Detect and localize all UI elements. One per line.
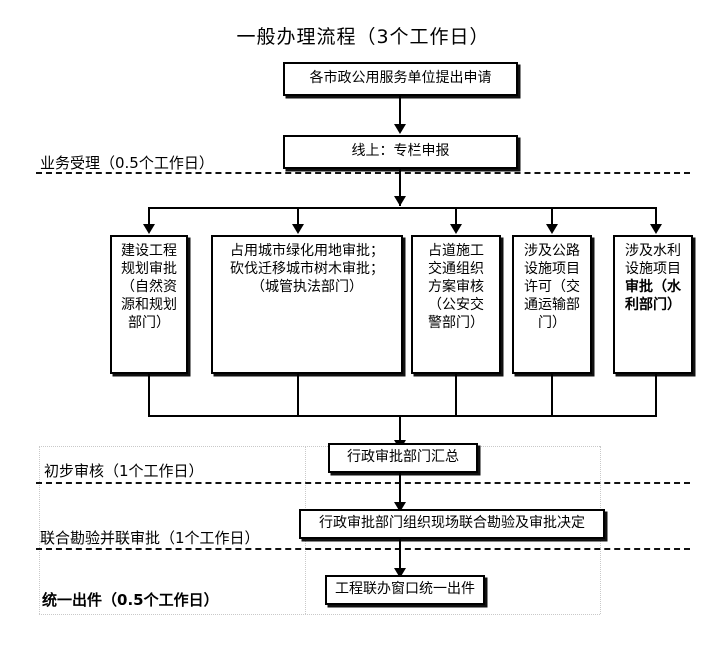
node-summary-label: 行政审批部门汇总 <box>347 449 459 466</box>
split-drop-2 <box>297 207 299 229</box>
node-highway[interactable]: 涉及公路 设施项目 许可（交 通运输部 门） <box>512 235 592 374</box>
node-apply[interactable]: 各市政公用服务单位提出申请 <box>283 62 518 96</box>
node-joint-label: 行政审批部门组织现场联合勘验及审批决定 <box>319 515 585 532</box>
split-arrow-3 <box>450 224 462 234</box>
node-planning[interactable]: 建设工程 规划审批 （自然资 源和规划 部门） <box>110 235 188 374</box>
merge-riser-5 <box>655 374 657 416</box>
node-planning-label: 建设工程 规划审批 （自然资 源和规划 部门） <box>121 243 177 331</box>
split-drop-1 <box>148 207 150 229</box>
lane-label-issue: 统一出件（0.5个工作日） <box>42 591 219 609</box>
connector-online-split <box>399 169 401 206</box>
split-arrow-1 <box>143 224 155 234</box>
arrow-online-split <box>394 196 406 206</box>
node-online-label: 线上：专栏申报 <box>351 143 450 160</box>
lane-separator-accept <box>36 172 690 174</box>
connector-summary-joint <box>399 473 401 507</box>
guide-line-left <box>39 446 40 614</box>
lane-separator-joint <box>36 548 690 550</box>
lane-label-accept: 业务受理（0.5个工作日） <box>40 154 214 172</box>
node-highway-label: 涉及公路 设施项目 许可（交 通运输部 门） <box>524 243 580 331</box>
split-drop-4 <box>551 207 553 229</box>
lane-label-joint: 联合勘验并联审批（1个工作日） <box>40 529 260 547</box>
connector-apply-online <box>399 96 401 128</box>
lane-label-review: 初步审核（1个工作日） <box>44 462 204 480</box>
guide-line-bottom <box>39 614 600 615</box>
split-arrow-5 <box>650 224 662 234</box>
lane-separator-review <box>36 482 690 484</box>
page-title: 一般办理流程（3个工作日） <box>236 26 490 48</box>
node-greenland[interactable]: 占用城市绿化用地审批； 砍伐迁移城市树木审批； （城管执法部门） <box>211 235 403 374</box>
node-traffic[interactable]: 占道施工 交通组织 方案审核 （公安交 警部门） <box>411 235 501 374</box>
node-apply-label: 各市政公用服务单位提出申请 <box>309 70 492 87</box>
arrow-joint-issue <box>394 568 406 578</box>
merge-riser-1 <box>148 374 150 416</box>
node-issue-label: 工程联办窗口统一出件 <box>335 581 475 598</box>
arrow-apply-online <box>394 124 406 134</box>
node-joint[interactable]: 行政审批部门组织现场联合勘验及审批决定 <box>299 509 605 539</box>
split-drop-5 <box>655 207 657 229</box>
split-arrow-4 <box>546 224 558 234</box>
node-issue[interactable]: 工程联办窗口统一出件 <box>325 575 485 605</box>
merge-riser-4 <box>551 374 553 416</box>
node-greenland-label: 占用城市绿化用地审批； 砍伐迁移城市树木审批； （城管执法部门） <box>230 243 384 295</box>
node-water[interactable]: 涉及水利 设施项目 审批（水 利部门） <box>613 235 693 374</box>
split-bar <box>148 207 656 209</box>
split-drop-3 <box>455 207 457 229</box>
node-summary[interactable]: 行政审批部门汇总 <box>328 443 478 473</box>
split-arrow-2 <box>292 224 304 234</box>
node-water-label: 涉及水利 设施项目 审批（水 利部门） <box>625 243 681 313</box>
connector-joint-issue <box>399 539 401 573</box>
node-traffic-label: 占道施工 交通组织 方案审核 （公安交 警部门） <box>428 243 484 331</box>
node-online[interactable]: 线上：专栏申报 <box>283 135 518 169</box>
guide-line-top <box>39 446 600 447</box>
connector-merge-summary <box>399 415 401 447</box>
merge-riser-3 <box>455 374 457 416</box>
merge-bar <box>148 415 657 417</box>
merge-riser-2 <box>297 374 299 416</box>
arrow-summary-joint <box>394 502 406 512</box>
